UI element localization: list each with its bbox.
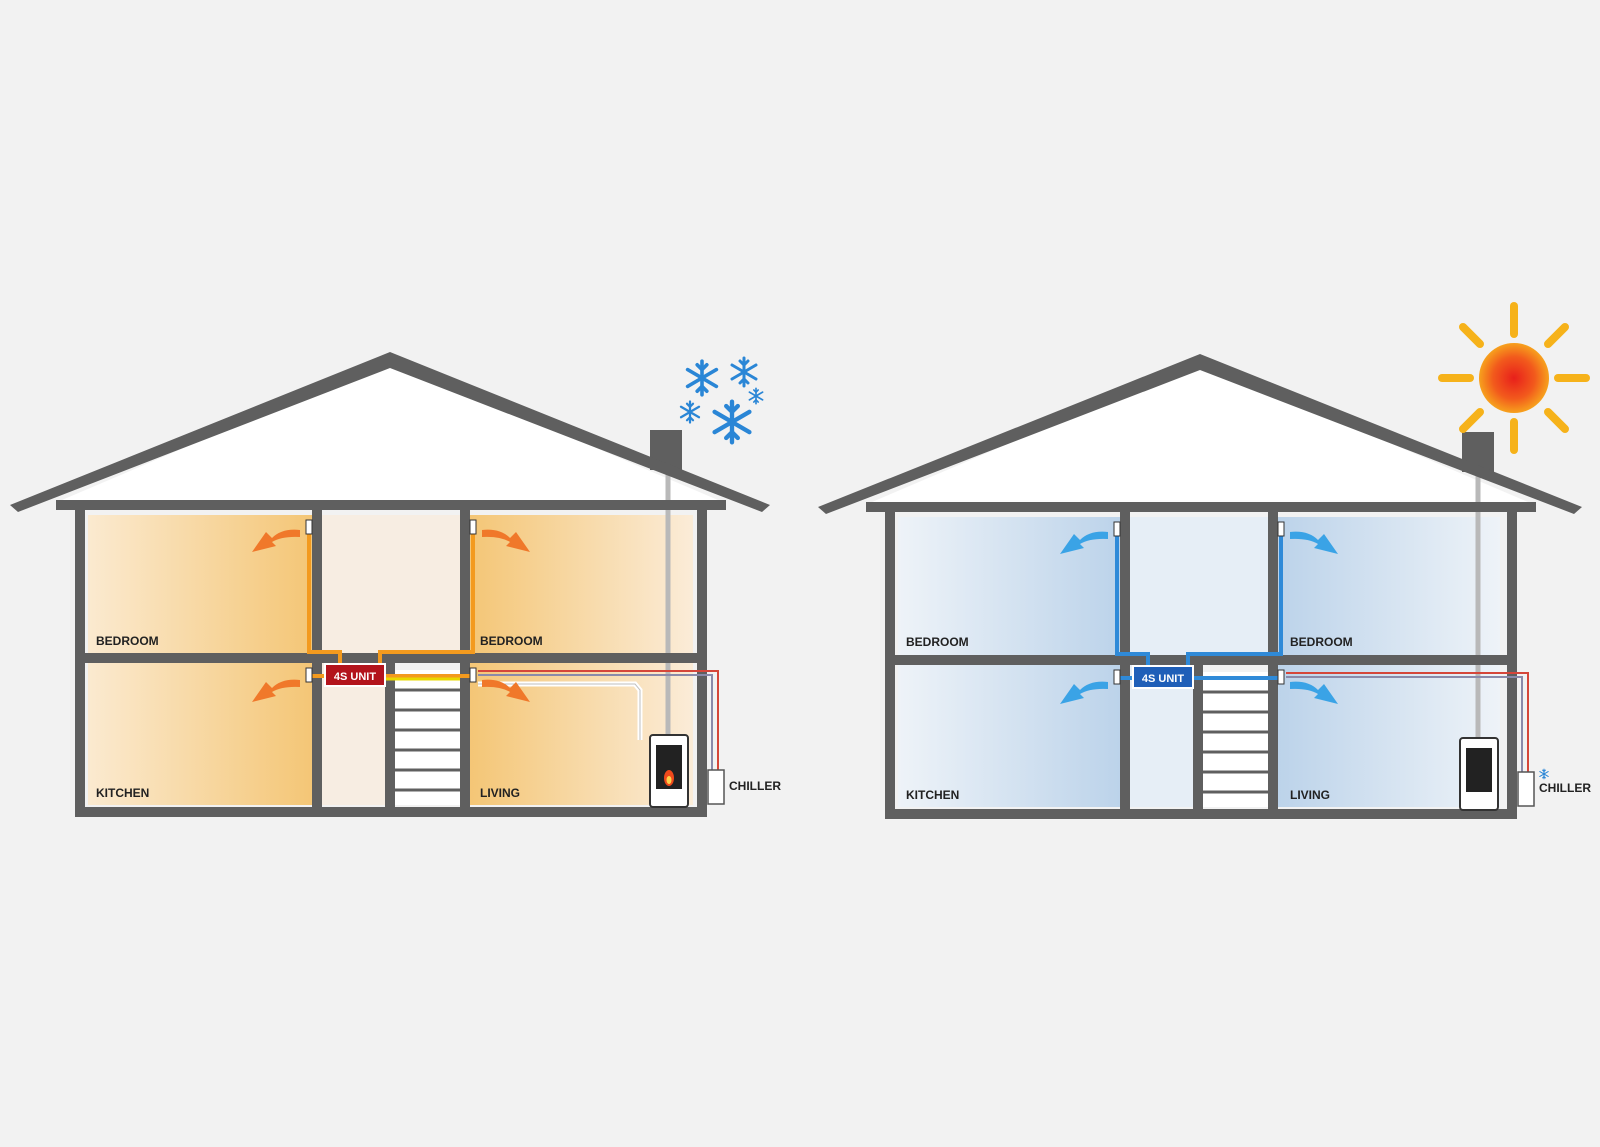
chiller-label: CHILLER (729, 779, 781, 793)
chiller-box (1517, 771, 1535, 807)
chiller-label: CHILLER (1539, 781, 1591, 795)
refrigerant-line-red (1286, 672, 1529, 772)
summer-house: 4S UNIT CHILLER BEDROOM BEDROOM KITCHEN … (818, 302, 1591, 819)
cool-air-arrow-icon (1060, 531, 1338, 704)
stairs-icon (394, 670, 462, 805)
unit-label: 4S UNIT (334, 671, 376, 683)
stairs-icon (1202, 672, 1270, 807)
vent-icon (1277, 669, 1285, 685)
room-label-kitchen: KITCHEN (96, 786, 149, 800)
sun-icon (1438, 302, 1590, 454)
room-label-bedroom-left: BEDROOM (96, 634, 159, 648)
4s-unit-summer: 4S UNIT (1132, 665, 1194, 689)
vent-icon (305, 519, 313, 535)
hall-upper (322, 515, 460, 653)
room-label-living: LIVING (480, 786, 520, 800)
house-walls (885, 507, 1517, 819)
refrigerant-line-red (478, 670, 719, 770)
cool-ducts (1115, 530, 1283, 680)
stove-icon (649, 734, 689, 808)
unit-label: 4S UNIT (1142, 673, 1184, 685)
4s-unit-winter: 4S UNIT (324, 663, 386, 687)
refrigerant-line-blue (1286, 676, 1523, 772)
winter-house: 4S UNIT CHILLER BEDROOM BEDROOM KITCHEN … (10, 352, 781, 817)
warm-air-arrow-icon (252, 529, 530, 702)
room-label-bedroom-left: BEDROOM (906, 635, 969, 649)
warm-ducts (307, 528, 475, 678)
room-label-living: LIVING (1290, 788, 1330, 802)
vent-icon (469, 519, 477, 535)
snowflakes-icon (679, 356, 764, 442)
vent-icon (469, 667, 477, 683)
room-label-bedroom-right: BEDROOM (480, 634, 543, 648)
chiller-box (707, 769, 725, 805)
hall-upper (1130, 517, 1268, 655)
refrigerant-line-blue (478, 674, 713, 770)
room-label-bedroom-right: BEDROOM (1290, 635, 1353, 649)
vent-icon (1113, 669, 1121, 685)
stove-icon (1459, 737, 1499, 811)
snowflake-icon (1539, 768, 1549, 780)
vent-icon (1277, 521, 1285, 537)
vent-icon (1113, 521, 1121, 537)
vent-icon (305, 667, 313, 683)
room-label-kitchen: KITCHEN (906, 788, 959, 802)
house-walls (75, 505, 707, 817)
